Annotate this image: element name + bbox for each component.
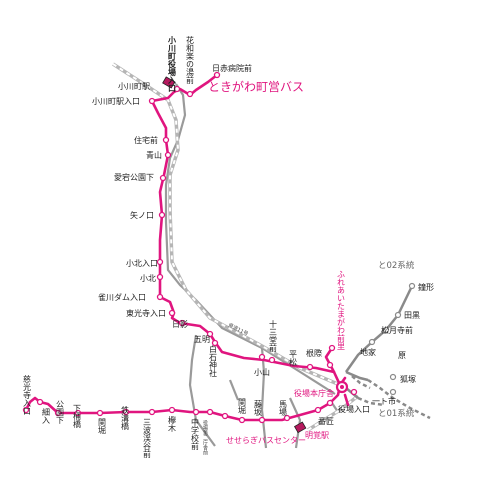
label-nekiwa: 根際: [306, 348, 322, 358]
label-kamigata: 鐘形: [418, 282, 434, 292]
label-hikage: 日影: [172, 319, 188, 329]
label-keyaki: 欅木: [168, 416, 177, 433]
label-tokoji: 東光寺入口: [126, 308, 166, 318]
label-matsukiji: 松月寺前: [381, 325, 413, 335]
label-route-01: と01系統: [378, 408, 415, 419]
other-route-stops: [368, 282, 416, 396]
bus-stops: [22, 71, 358, 424]
label-aoyama: 青山: [146, 150, 162, 160]
label-nisseki: 日赤病院前: [212, 63, 252, 73]
label-shimobashi: 下桶橋: [73, 404, 82, 429]
other-bus-routes-dashed: [351, 375, 431, 420]
label-jiya: 地家: [360, 347, 376, 357]
label-yakuba-iriguchi: 役場入口: [338, 404, 370, 414]
label-hosogawa: 鉄溝橋: [121, 405, 130, 431]
label-gomyo: 五明: [194, 335, 210, 344]
label-ogawamachi-station: 小川町駅: [118, 82, 150, 91]
label-sanbashi: 三波渓谷前: [143, 418, 152, 459]
label-hosoiri: 細入: [42, 407, 51, 424]
label-hara: 原: [398, 351, 406, 360]
label-bansho: 番匠: [318, 416, 334, 426]
label-koenshita: 公園下: [56, 400, 65, 425]
ogawamachi-station-marker: [162, 76, 176, 89]
railway-line: [112, 62, 360, 432]
label-jusanbo: 十三堂前: [269, 319, 278, 353]
label-myokaku-station: 明覚駅: [305, 430, 329, 440]
myokaku-station-marker: [293, 421, 307, 434]
label-seseragi: せせらぎバスセンター: [226, 435, 306, 445]
label-kogita-iriguchi: 小北入口: [126, 259, 158, 268]
label-route-02: と02系統: [378, 260, 415, 271]
label-yakuba-honchosha: 役場本庁舎: [294, 388, 334, 398]
station-markers: [162, 76, 349, 434]
label-chugakko: 中学校前: [191, 417, 200, 451]
label-fujisaka: 藤坂: [254, 399, 263, 417]
label-ichi: 一ト市: [372, 396, 396, 406]
label-bacho: 馬場: [279, 400, 288, 417]
label-yakuba-daini: 役場第二庁舎前: [202, 419, 208, 456]
label-atago: 愛宕公園下: [114, 172, 154, 182]
label-tahara: 田黒: [404, 311, 420, 320]
label-kotsuka: 狐塚: [400, 374, 416, 384]
label-fureai: ふれあいたまがわ前里: [337, 270, 346, 350]
label-sumitaku: 住宅前: [134, 135, 158, 145]
label-sekito: 関堀: [98, 418, 107, 435]
label-jikoji: 慈光寺入口: [23, 374, 32, 415]
label-ogawa-yakuba: 小川町役場入口: [168, 35, 177, 93]
label-shiraishi: 白石神社: [209, 344, 218, 378]
label-sekidoyama: 関堀: [238, 398, 247, 415]
label-hanawa: 花和楽の湯前: [186, 35, 195, 85]
map-title: ときがわ町営バス: [208, 79, 304, 94]
label-koyama: 小山: [254, 367, 270, 377]
label-ogawa-eki-iriguchi: 小川町駅入口: [92, 97, 140, 106]
label-yanokuchi: 矢ノ口: [130, 210, 154, 220]
label-suzukawa: 雀川ダム入口: [98, 292, 146, 302]
label-hiramatsu: 平松: [289, 350, 298, 367]
label-kogita: 小北: [140, 274, 156, 283]
